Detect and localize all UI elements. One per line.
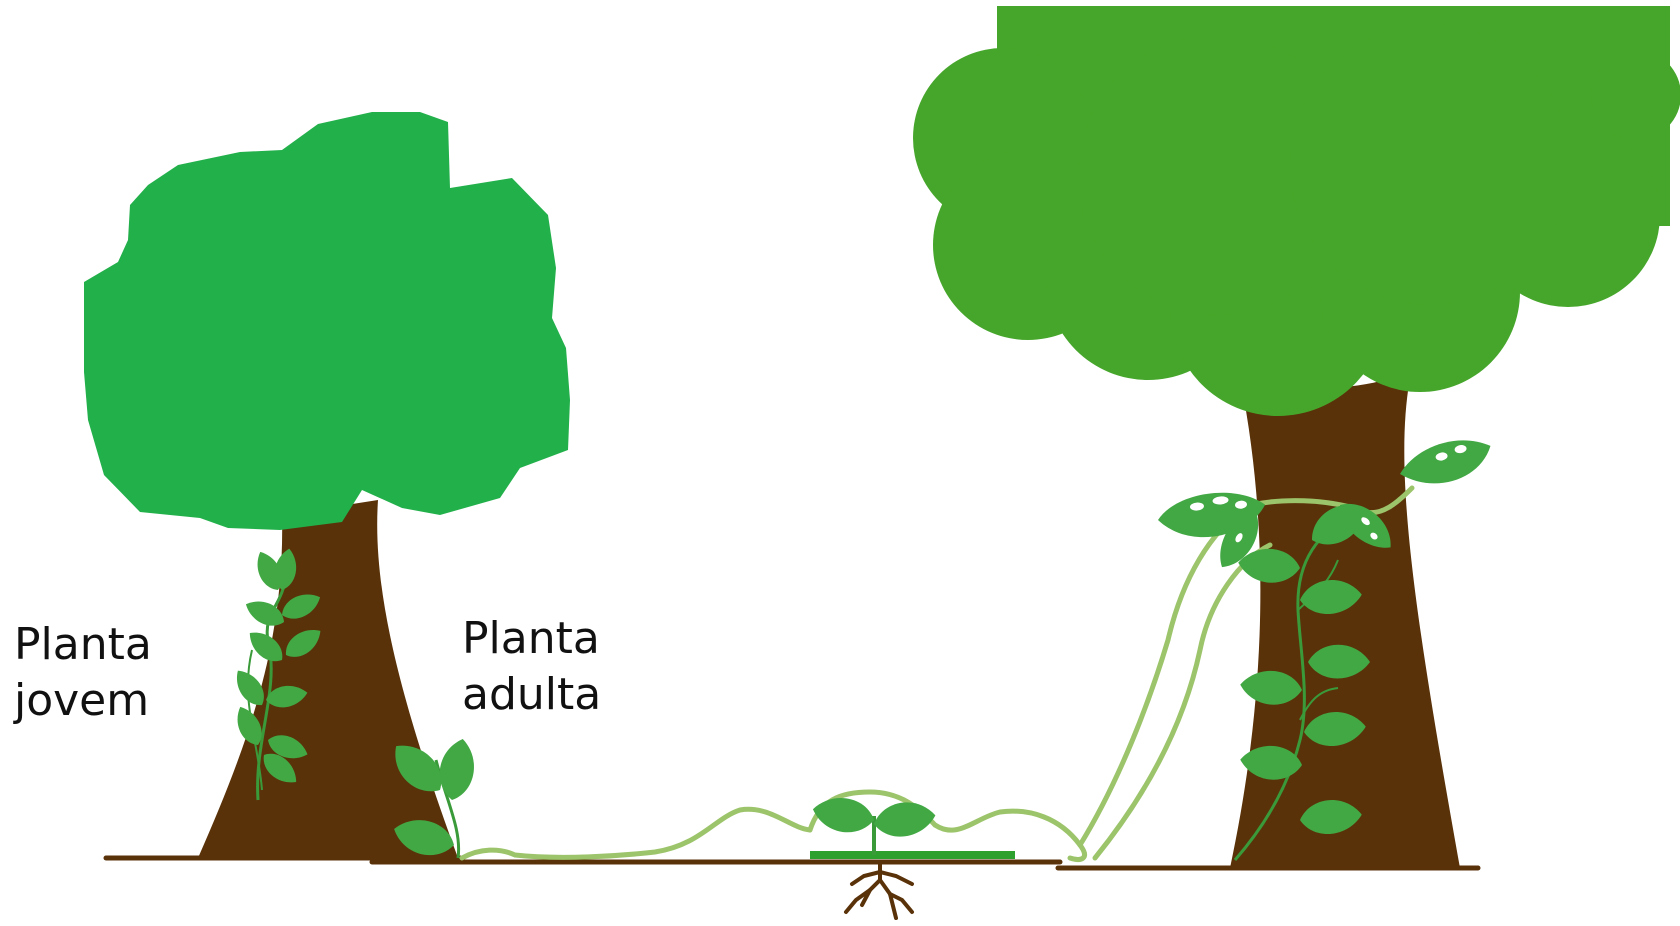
label-planta-adulta-line2: adulta [462, 667, 601, 723]
left-tree-canopy [84, 112, 570, 530]
right-tree [913, 6, 1680, 868]
right-tree-canopy [913, 6, 1680, 416]
seedling [810, 793, 1015, 859]
seedling-roots [846, 864, 912, 918]
label-planta-jovem-line1: Planta [14, 617, 152, 673]
left-tree [84, 112, 570, 858]
label-planta-jovem: Planta jovem [14, 617, 152, 729]
label-planta-jovem-line2: jovem [14, 673, 152, 729]
seedling-base [810, 851, 1015, 859]
label-planta-adulta-line1: Planta [462, 611, 601, 667]
right-tree-trunk [1230, 368, 1460, 868]
label-planta-adulta: Planta adulta [462, 611, 601, 723]
